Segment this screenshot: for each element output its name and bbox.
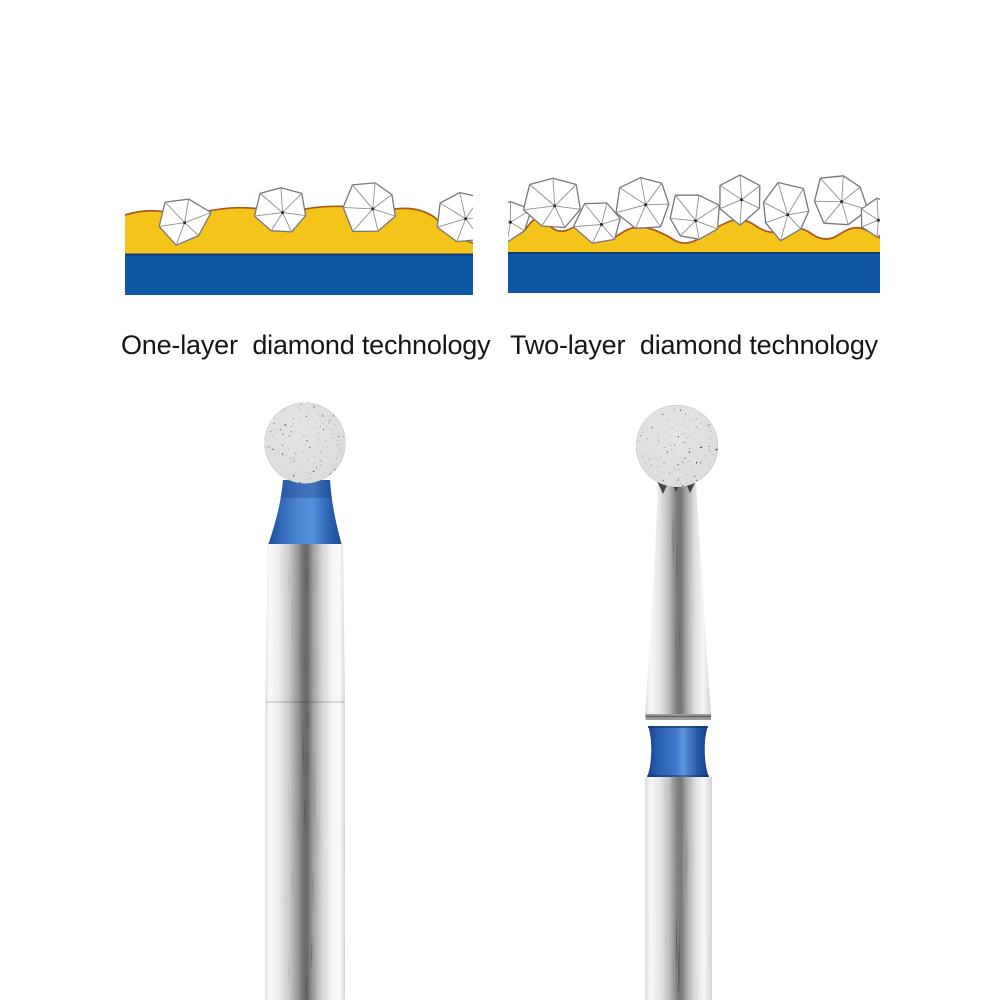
base-layer bbox=[125, 253, 473, 295]
diamond-crystal bbox=[762, 181, 810, 242]
two-layer-diagram bbox=[508, 174, 880, 293]
diamond-crystal bbox=[719, 174, 761, 226]
bonding-layer-surface-outline bbox=[508, 217, 880, 244]
diamond-crystal bbox=[572, 202, 621, 244]
bur-neck-texture bbox=[645, 484, 711, 714]
blue-band-top-shadow bbox=[280, 480, 332, 498]
diamond-crystal bbox=[813, 175, 869, 226]
bur-shaft-texture bbox=[645, 777, 712, 1000]
diamond-crystal bbox=[860, 197, 880, 238]
diamond-crystal bbox=[615, 176, 670, 229]
right-diamond-bur-photo bbox=[636, 405, 718, 1000]
diamond-crystal bbox=[342, 182, 396, 233]
base-layer bbox=[508, 252, 880, 293]
diamond-crystal bbox=[669, 194, 720, 240]
one-layer-caption: One-layer diamond technology bbox=[121, 330, 491, 360]
two-layer-caption: Two-layer diamond technology bbox=[510, 330, 878, 360]
diamond-crystals bbox=[508, 174, 880, 244]
diamond-ball-grit-sparkle bbox=[636, 405, 718, 487]
blue-code-band bbox=[268, 480, 342, 544]
bur-shank-texture bbox=[265, 543, 345, 1000]
diamond-crystal bbox=[436, 191, 473, 243]
diamond-crystals bbox=[158, 182, 473, 246]
diamond-crystal bbox=[522, 177, 582, 229]
diamond-crystal bbox=[158, 198, 212, 246]
blue-code-ring bbox=[647, 726, 709, 777]
left-diamond-bur-photo bbox=[264, 402, 346, 1000]
diamond-crystal bbox=[253, 187, 307, 233]
bonding-layer bbox=[508, 218, 880, 253]
diamond-ball-grit-sparkle bbox=[264, 402, 346, 484]
one-layer-diagram bbox=[125, 182, 473, 295]
